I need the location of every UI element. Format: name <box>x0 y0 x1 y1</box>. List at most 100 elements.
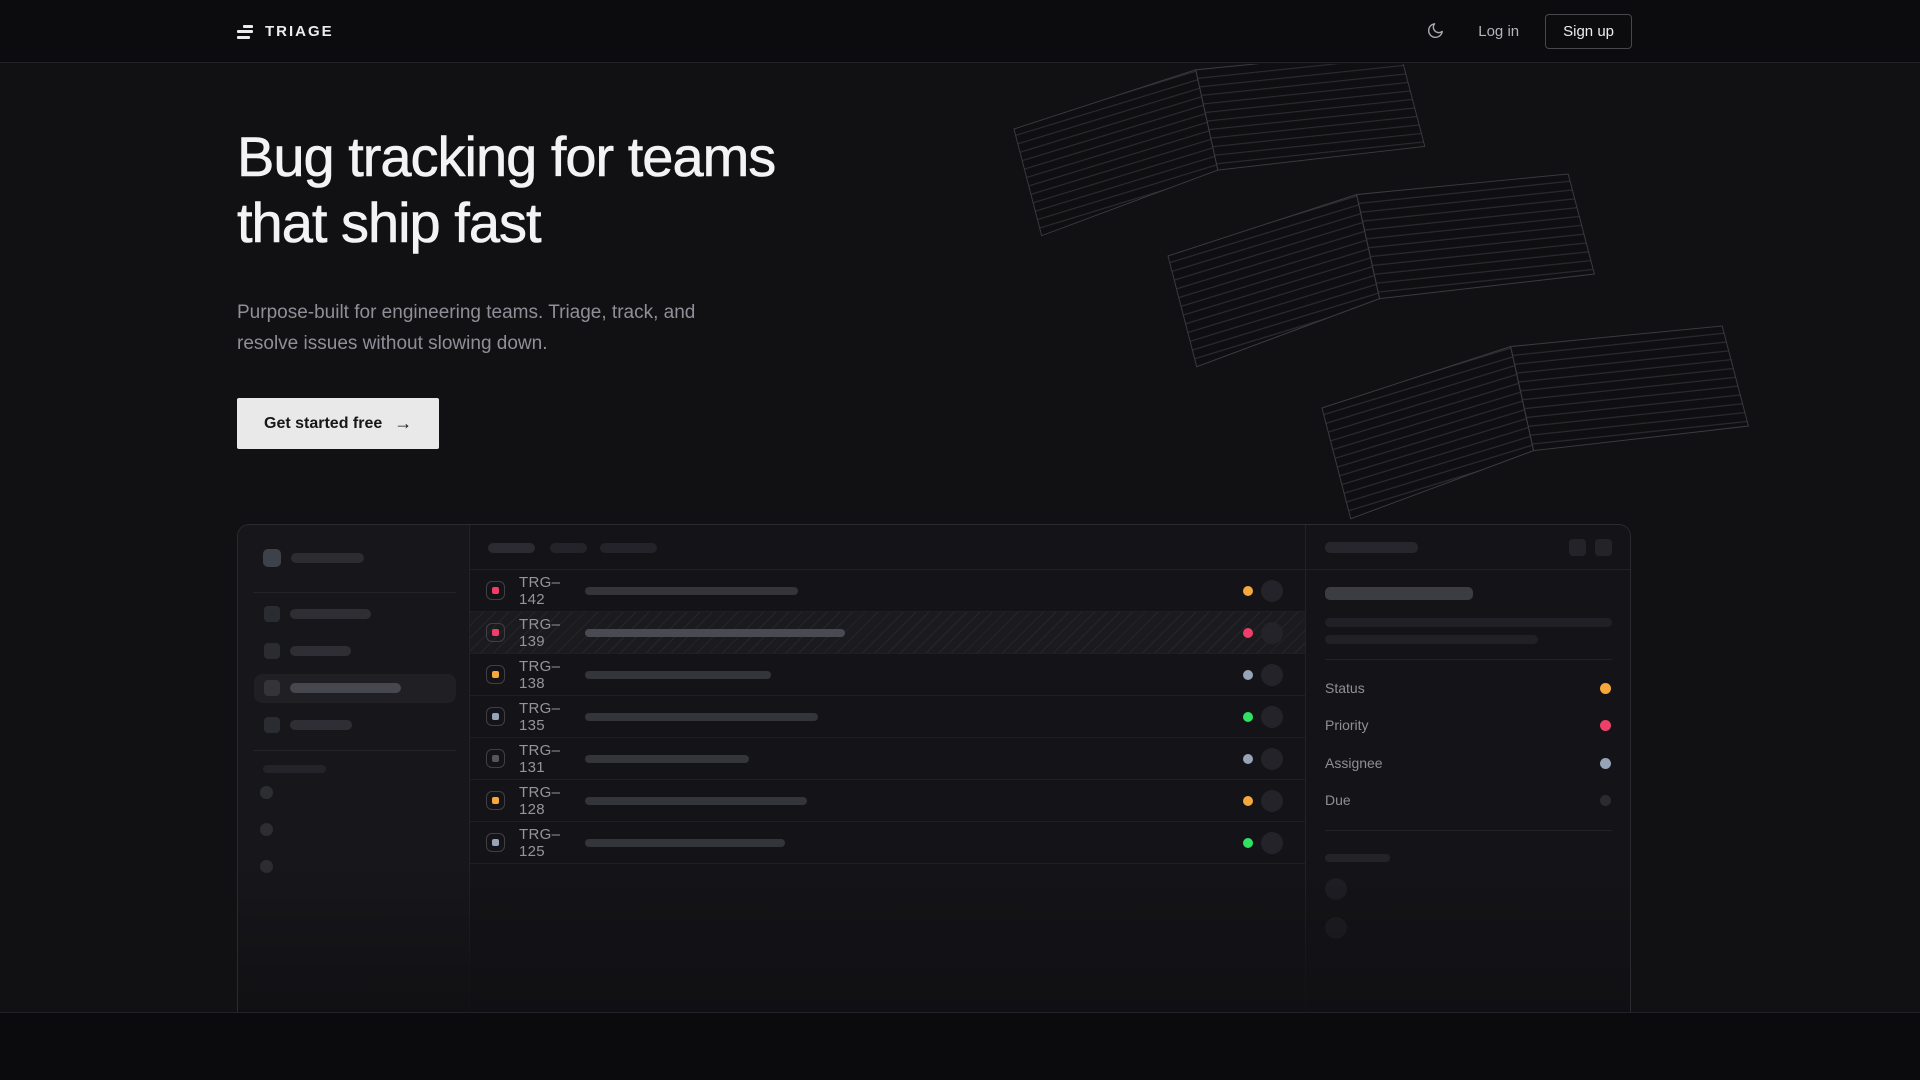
hero-subtitle: Purpose-built for engineering teams. Tri… <box>237 297 695 359</box>
skeleton-bar <box>290 646 351 656</box>
issue-type-dot <box>492 713 499 720</box>
skeleton-title-bar <box>1325 587 1473 600</box>
list-header <box>470 525 1305 570</box>
field-label: Assignee <box>1325 755 1383 771</box>
status-dot <box>1243 837 1253 848</box>
skeleton-bar <box>290 609 371 619</box>
sidebar-nav-icon <box>264 717 280 733</box>
avatar <box>1261 663 1283 686</box>
moon-icon <box>1426 21 1445 43</box>
sidebar-dot <box>260 823 273 836</box>
issue-title-skeleton <box>585 838 785 847</box>
skeleton-bar <box>291 553 364 563</box>
issue-title-skeleton <box>585 628 845 637</box>
skeleton-bar <box>1325 635 1538 644</box>
tab-skeleton <box>488 543 535 553</box>
avatar <box>1261 789 1283 812</box>
issue-row: TRG–128 <box>470 780 1305 822</box>
mockup-sidebar <box>238 525 470 1012</box>
get-started-label: Get started free <box>264 414 383 432</box>
sidebar-nav-icon <box>264 643 280 659</box>
skeleton-bar <box>290 683 401 693</box>
panel-action-icon <box>1595 539 1612 556</box>
status-dot <box>1243 627 1253 638</box>
issue-id: TRG–131 <box>519 741 561 776</box>
field-label: Priority <box>1325 717 1369 733</box>
issue-id: TRG–138 <box>519 657 561 692</box>
issue-title-skeleton <box>585 586 798 595</box>
status-dot <box>1243 711 1253 722</box>
issue-row: TRG–135 <box>470 696 1305 738</box>
hero-subtitle-line1: Purpose-built for engineering teams. Tri… <box>237 302 696 323</box>
field-label: Status <box>1325 680 1365 696</box>
status-dot <box>1243 795 1253 806</box>
brand-logo[interactable]: TRIAGE <box>237 23 334 40</box>
issue-row: TRG–138 <box>470 654 1305 696</box>
issue-type-dot <box>492 839 499 846</box>
status-dot <box>1243 669 1253 680</box>
issue-type-dot <box>492 587 499 594</box>
tab-skeleton <box>550 543 587 553</box>
skeleton-bar <box>1325 854 1390 862</box>
issue-type-icon <box>486 707 505 726</box>
issue-row: TRG–131 <box>470 738 1305 780</box>
issue-type-dot <box>492 629 499 636</box>
hero-subtitle-line2: resolve issues without slowing down. <box>237 333 548 354</box>
theme-toggle-button[interactable] <box>1418 15 1452 49</box>
top-nav: TRIAGE Log in Sign up <box>0 0 1920 63</box>
signup-button[interactable]: Sign up <box>1545 14 1632 49</box>
issue-type-icon <box>486 833 505 852</box>
issue-title-skeleton <box>585 712 818 721</box>
avatar <box>1261 747 1283 770</box>
field-value-dot <box>1600 757 1611 769</box>
field-row: Assignee <box>1325 753 1611 773</box>
app-mockup: TRG–142 TRG–139 TRG–138 <box>237 524 1631 1012</box>
issue-list: TRG–142 TRG–139 TRG–138 <box>470 525 1306 1012</box>
divider <box>253 592 456 593</box>
sidebar-nav-icon <box>264 680 280 696</box>
issue-type-icon <box>486 749 505 768</box>
login-link[interactable]: Log in <box>1478 23 1520 40</box>
issue-id: TRG–142 <box>519 573 561 608</box>
avatar <box>1325 878 1347 900</box>
hero-title-line2: that ship fast <box>237 191 542 255</box>
issue-row: TRG–142 <box>470 570 1305 612</box>
skeleton-bar <box>1325 542 1418 553</box>
issue-type-icon <box>486 791 505 810</box>
detail-panel: Status Priority Assignee Due <box>1306 525 1630 1012</box>
issue-id: TRG–125 <box>519 825 561 860</box>
issue-type-dot <box>492 671 499 678</box>
workspace-icon <box>263 549 281 567</box>
issue-title-skeleton <box>585 670 771 679</box>
avatar <box>1261 831 1283 854</box>
issue-id: TRG–128 <box>519 783 561 818</box>
field-value-dot <box>1600 719 1611 731</box>
issue-title-skeleton <box>585 754 749 763</box>
issue-type-dot <box>492 797 499 804</box>
issue-id: TRG–135 <box>519 699 561 734</box>
skeleton-bar <box>290 720 352 730</box>
hero-title: Bug tracking for teams that ship fast <box>237 124 777 256</box>
sidebar-dot <box>260 786 273 799</box>
field-value-dot <box>1600 794 1611 806</box>
field-row: Status <box>1325 678 1611 698</box>
panel-header <box>1306 525 1630 570</box>
issue-type-icon <box>486 665 505 684</box>
avatar <box>1261 579 1283 602</box>
field-label: Due <box>1325 792 1351 808</box>
issue-title-skeleton <box>585 796 807 805</box>
skeleton-bar <box>1325 618 1612 627</box>
get-started-button[interactable]: Get started free → <box>237 398 440 449</box>
issue-type-icon <box>486 623 505 642</box>
arrow-right-icon: → <box>394 413 413 433</box>
issue-id: TRG–139 <box>519 615 561 650</box>
footer-band <box>0 1012 1920 1080</box>
status-dot <box>1243 585 1253 596</box>
hero-title-line1: Bug tracking for teams <box>237 125 777 189</box>
field-value-dot <box>1600 682 1611 694</box>
issue-type-dot <box>492 755 499 762</box>
avatar <box>1325 917 1347 939</box>
sidebar-nav-icon <box>264 606 280 622</box>
hero-section: Bug tracking for teams that ship fast Pu… <box>0 64 1920 1012</box>
